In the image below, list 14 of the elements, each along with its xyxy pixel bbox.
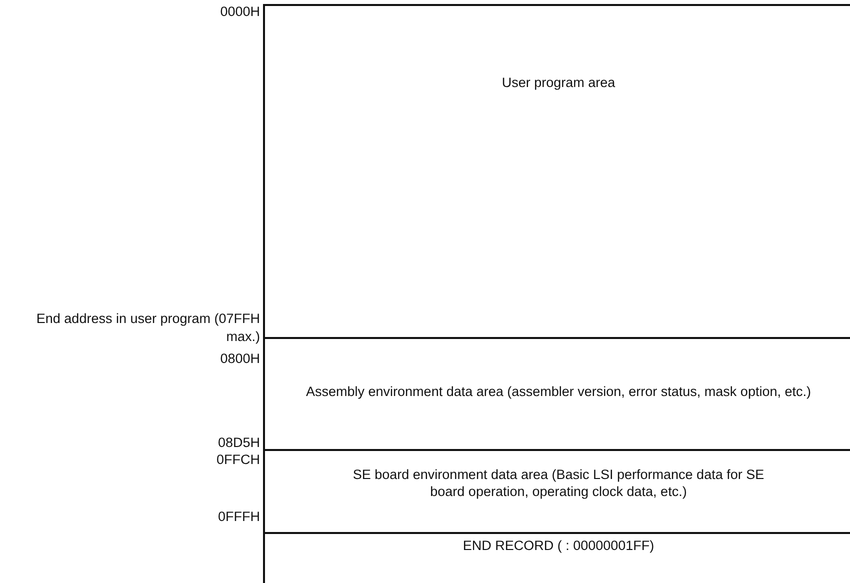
address-label: 0FFFH [218, 508, 260, 526]
memory-area-band [263, 532, 850, 583]
address-label: 0FFCH [216, 451, 260, 469]
area-label: SE board environment data area (Basic LSI performance data for SE board operation, operating clock data, etc.) [352, 466, 766, 500]
address-label: 0000H [220, 3, 260, 21]
address-label: 08D5H [218, 434, 260, 452]
address-label: 0800H [220, 350, 260, 368]
area-label: User program area [500, 74, 616, 91]
memory-area-band [263, 337, 850, 449]
memory-area-band [263, 4, 850, 337]
address-label: End address in user program (07FFH max.) [35, 310, 260, 346]
area-label: Assembly environment data area (assembler version, error status, mask option, etc.) [305, 383, 812, 400]
area-label: END RECORD ( : 00000001FF) [462, 537, 656, 554]
memory-area-band [263, 449, 850, 532]
